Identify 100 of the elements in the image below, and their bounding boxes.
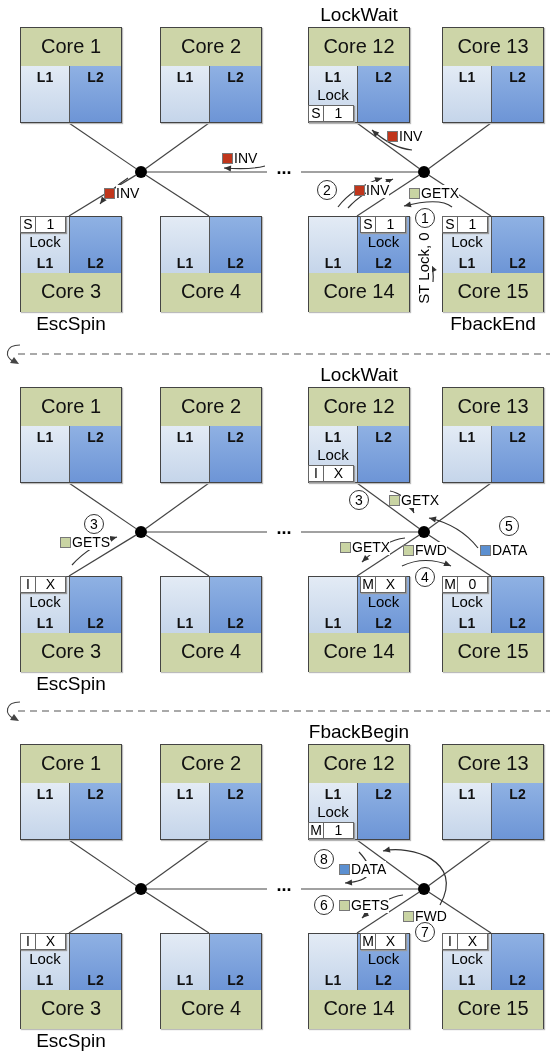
lock-entry	[20, 216, 66, 233]
core-header: Core 4	[161, 273, 261, 312]
link-line	[146, 171, 268, 173]
step-number: 6	[314, 895, 334, 915]
core-header: Core 14	[309, 990, 409, 1029]
cache-label: L1	[457, 69, 477, 85]
state-cell: I	[443, 934, 458, 949]
link-line	[146, 531, 268, 533]
l1-cache	[309, 66, 358, 122]
cache-label: L2	[86, 615, 105, 631]
l1-cache	[443, 783, 492, 839]
state-label: EscSpin	[35, 313, 107, 335]
value-cell-text: X	[44, 934, 57, 949]
lock-label: Lock	[316, 446, 350, 463]
core-tile	[442, 744, 544, 840]
state-cell: S	[443, 217, 458, 232]
message-label: DATA	[351, 861, 387, 877]
l1-cache	[21, 66, 70, 122]
message-label: INV	[366, 182, 390, 198]
l1-cache	[161, 66, 210, 122]
cache-label: L2	[374, 972, 393, 988]
cache-label: L2	[226, 255, 245, 271]
state-label: LockWait	[319, 4, 399, 26]
step-number: 7	[415, 922, 435, 942]
cache-label: L1	[457, 429, 477, 445]
core-tile	[20, 933, 122, 1029]
state-cell: S	[361, 217, 376, 232]
core-tile	[20, 576, 122, 672]
step-number: 1	[415, 208, 435, 228]
cache-label: L2	[374, 786, 393, 802]
core-header: Core 15	[443, 990, 543, 1029]
message-label: GETS	[351, 897, 390, 913]
core-tile	[308, 387, 410, 483]
l2-cache	[210, 934, 261, 990]
core-header: Core 3	[21, 273, 121, 312]
core-header: Core 4	[161, 633, 261, 672]
cache-label: L2	[86, 255, 105, 271]
state-label: EscSpin	[35, 673, 107, 695]
core-tile	[308, 576, 410, 672]
l2-cache	[70, 217, 121, 273]
cache-label: L2	[508, 615, 527, 631]
core-tile	[20, 216, 122, 312]
link-line	[145, 122, 210, 170]
cache-label: L1	[175, 429, 195, 445]
state-label: FbackEnd	[449, 313, 537, 335]
lock-label: Lock	[316, 803, 350, 820]
core-tile	[308, 744, 410, 840]
cache-label: L1	[457, 615, 477, 631]
lock-entry	[308, 465, 354, 482]
l1-cache	[161, 783, 210, 839]
cache-label: L2	[508, 786, 527, 802]
l2-cache	[492, 217, 543, 273]
core-header: Core 13	[443, 745, 543, 784]
cache-label: L1	[175, 972, 195, 988]
value-cell-text: 0	[467, 577, 478, 592]
l2-cache	[492, 66, 543, 122]
value-cell-text: 1	[45, 217, 56, 232]
cache-label: L2	[86, 972, 105, 988]
cache-label: L2	[226, 972, 245, 988]
cache-label: L1	[323, 429, 343, 445]
link-line	[68, 891, 137, 934]
core-tile	[160, 576, 262, 672]
l1-cache	[309, 783, 358, 839]
core-header: Core 14	[309, 633, 409, 672]
cache-label: L1	[35, 69, 55, 85]
cache-label: L2	[508, 972, 527, 988]
cache-label: L2	[508, 429, 527, 445]
l1-cache	[161, 217, 210, 273]
cache-label: L2	[226, 429, 245, 445]
cache-label: L1	[35, 255, 55, 271]
state-cell: I	[21, 934, 36, 949]
core-tile	[442, 216, 544, 312]
l1-cache	[161, 934, 210, 990]
cache-label: L2	[374, 255, 393, 271]
core-tile	[160, 933, 262, 1029]
message-label: GETX	[401, 492, 440, 508]
message-label: GETS	[72, 534, 111, 550]
cache-label: L2	[86, 69, 105, 85]
cache-label: L1	[175, 69, 195, 85]
value-cell-text: 1	[385, 217, 396, 232]
cache-label: L2	[508, 69, 527, 85]
core-header: Core 2	[161, 745, 261, 784]
core-tile	[20, 27, 122, 123]
lock-label: Lock	[366, 593, 401, 610]
lock-label: Lock	[366, 950, 401, 967]
link-line	[428, 122, 492, 170]
core-tile	[308, 933, 410, 1029]
l1-cache	[21, 217, 70, 273]
l2-cache	[358, 66, 409, 122]
l2-cache	[492, 426, 543, 482]
lock-entry	[442, 576, 488, 593]
l2-cache	[70, 66, 121, 122]
lock-entry	[308, 822, 354, 839]
cache-label: L2	[226, 615, 245, 631]
cache-label: L1	[35, 972, 55, 988]
l1-cache	[443, 934, 492, 990]
l2-cache	[492, 934, 543, 990]
link-line	[356, 122, 420, 170]
cache-label: L2	[226, 786, 245, 802]
lock-label: Lock	[316, 86, 350, 103]
